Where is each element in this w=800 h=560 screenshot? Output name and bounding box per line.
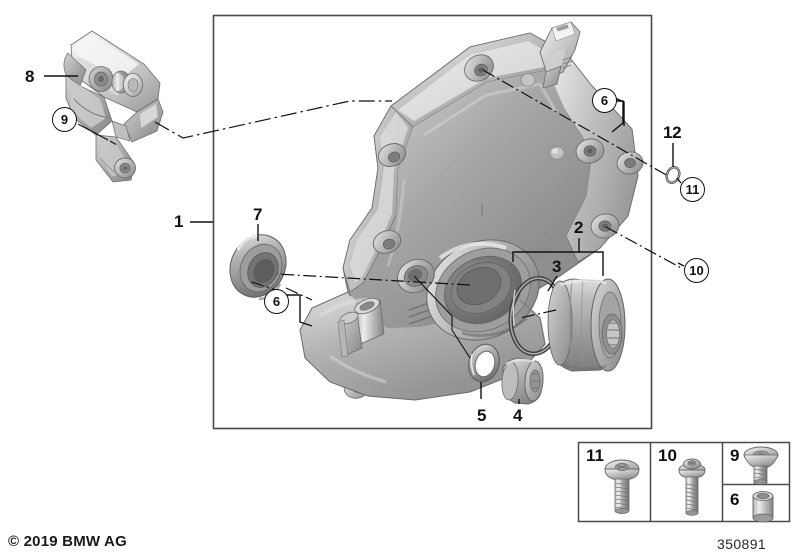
callout-3: 3 xyxy=(552,257,562,276)
legend-label-11: 11 xyxy=(586,446,604,465)
part-7-shaft-seal-ring xyxy=(229,234,287,301)
leader-6b-bracket xyxy=(276,294,313,327)
callout-12: 12 xyxy=(663,123,682,142)
part-4-screw-plug xyxy=(501,357,544,405)
housing-boss-top-left xyxy=(464,54,494,82)
axis-main-bore-to-seal xyxy=(276,273,471,286)
legend-part-9-countersunk-screw xyxy=(743,446,779,485)
housing-sensor-connector xyxy=(539,21,581,89)
plug-hex-socket xyxy=(531,373,540,389)
housing-boss-left-upper xyxy=(377,143,407,167)
part-5-sealing-washer xyxy=(468,343,500,383)
leader-3 xyxy=(547,275,558,292)
legend-box xyxy=(577,441,791,523)
leader-6b-detail xyxy=(251,281,277,291)
callout-6-left: 6 xyxy=(264,289,289,314)
legend-label-9: 9 xyxy=(730,446,740,465)
housing-main-bore xyxy=(426,239,540,341)
callout-10: 10 xyxy=(684,258,709,283)
leader-10 xyxy=(677,262,685,267)
axis-o-ring xyxy=(519,309,557,319)
legend-9-threads xyxy=(753,468,768,480)
leader-2-bracket-right xyxy=(579,251,604,276)
axis-top-bolt xyxy=(482,69,669,177)
diagram-number: 350891 xyxy=(717,536,767,552)
part-2-rotor-adjustment-unit xyxy=(547,278,626,372)
housing-boss-left-lower xyxy=(372,230,402,254)
part-1-timing-chain-cover-housing xyxy=(299,21,644,401)
callout-9: 9 xyxy=(52,107,77,132)
callout-11: 11 xyxy=(680,177,705,202)
callout-8: 8 xyxy=(25,67,35,86)
rotor-spline-teeth xyxy=(607,322,619,346)
legend-10-threads xyxy=(685,483,699,511)
plain-leader-lines xyxy=(190,100,685,404)
axis-sleeve-6b xyxy=(285,287,313,301)
legend-label-10: 10 xyxy=(658,446,677,465)
leader-line-9 xyxy=(77,123,118,146)
part-8-solenoid-valve-assembly xyxy=(63,30,164,183)
housing-boss-right-upper xyxy=(575,138,605,164)
legend-part-10-flange-bolt xyxy=(678,458,706,516)
legend-part-11-pan-head-screw xyxy=(604,459,640,514)
leader-11 xyxy=(676,177,682,184)
main-frame-border xyxy=(212,14,653,430)
callout-7: 7 xyxy=(253,205,263,224)
axis-bolt-10 xyxy=(605,226,684,270)
assembly-axis-lines xyxy=(276,69,684,319)
housing-oil-port-bore xyxy=(397,258,435,294)
callout-4: 4 xyxy=(513,406,523,425)
copyright-notice: © 2019 BMW AG xyxy=(8,533,127,550)
housing-boss-right-lower xyxy=(590,213,620,239)
assembly-axis-valve xyxy=(154,100,392,139)
legend-label-6: 6 xyxy=(730,490,740,509)
callout-5: 5 xyxy=(477,406,487,425)
leader-line-5-path xyxy=(413,275,471,359)
callout-1: 1 xyxy=(174,212,184,231)
callout-6-right: 6 xyxy=(592,88,617,113)
callout-2: 2 xyxy=(574,218,584,237)
leader-2-bracket xyxy=(512,238,580,262)
part-12-gasket-ring xyxy=(665,166,681,184)
legend-part-6-dowel-sleeve xyxy=(752,491,774,523)
housing-tube-stub xyxy=(337,297,385,358)
